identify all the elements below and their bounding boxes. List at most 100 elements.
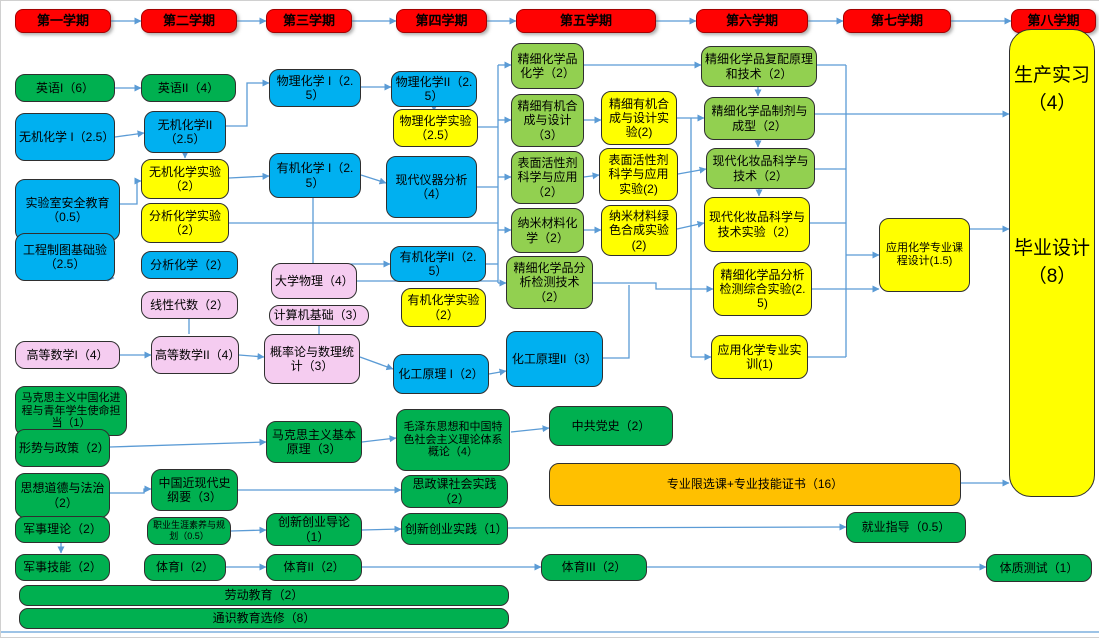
semester-4-label: 第四学期 [415,13,468,29]
course-fine-organic-synthesis: 精细有机合成与设计（3） [511,94,584,147]
course-career-planning: 职业生涯素养与规划（0.5） [147,517,231,545]
semester-7-label: 第七学期 [870,13,923,29]
course-physical-chem-lab-label: 物理化学实验（2.5） [399,113,472,142]
course-inorganic-chem-2: 无机化学II（2.5） [144,111,226,153]
connector-61 [510,425,550,433]
course-chem-eng-1: 化工原理 I（2） [393,354,489,394]
connector-59 [109,438,267,448]
course-nano-materials-label: 纳米材料化学（2） [517,216,578,245]
course-career-planning-label: 职业生涯素养与规划（0.5） [152,520,225,541]
connector-12 [226,79,270,127]
course-engineering-drawing: 工程制图基础验（2.5） [15,233,115,281]
course-organic-chem-2: 有机化学II（2.5） [390,246,486,282]
course-analytical-chem-label: 分析化学（2） [150,257,229,272]
course-inorganic-chem-1: 无机化学 I（2.5） [15,113,115,161]
connector-17 [360,174,387,185]
course-physical-chem-2-label: 物理化学II（2.5） [395,74,473,103]
connector-60 [361,435,397,443]
connector-41 [676,220,705,230]
course-innovation-intro: 创新创业导论（1） [266,513,362,546]
course-innovation-practice: 创新创业实践（1） [401,513,508,545]
course-probability: 概率论与数理统计（3） [264,334,360,384]
course-fine-chemicals: 精细化学品化学（2） [511,43,584,89]
course-pe-2: 体育II（2） [266,554,362,581]
course-innovation-intro-label: 创新创业导论（1） [277,515,350,544]
course-english-1-label: 英语I（6） [35,80,94,95]
course-compounding-tech: 精细化学品复配原理和技术（2） [701,46,817,87]
course-mao-theory: 毛泽东思想和中国特色社会主义理论体系概论（4） [396,409,510,471]
course-fitness-test: 体质测试（1） [986,554,1092,582]
course-pe-3-label: 体育III（2） [561,560,627,575]
course-pe-2-label: 体育II（2） [283,560,345,575]
course-lab-safety-label: 实验室安全教育（0.5） [25,195,110,224]
course-formulation-label: 精细化学品制剂与成型（2） [711,104,808,133]
course-modern-instruments: 现代仪器分析（4） [386,156,477,218]
course-organic-chem-2-label: 有机化学II（2.5） [399,249,477,278]
connector-18 [312,198,391,268]
course-english-2: 英语II（4） [141,74,236,102]
course-marxism-principles: 马克思主义基本原理（3） [266,421,362,463]
connector-21 [359,356,394,371]
course-general-elective: 通识教育选修（8） [19,608,509,629]
course-probability-label: 概率论与数理统计（3） [269,344,354,373]
course-comprehensive-lab: 精细化学品分析检测综合实验(2.5) [713,262,812,316]
semester-6-label: 第六学期 [725,13,778,29]
course-surfactant-lab: 表面活性剂科学与应用实验(2) [599,148,678,201]
course-ccp-history-label: 中共党史（2） [571,418,651,433]
semester-1: 第一学期 [15,9,111,33]
semester-3-label: 第三学期 [282,13,335,29]
semester-2: 第二学期 [141,9,237,33]
connector-13 [228,172,270,180]
course-military-theory-label: 军事理论（2） [23,522,102,537]
course-chem-eng-2-label: 化工原理II（3） [511,351,598,366]
course-inorganic-chem-1-label: 无机化学 I（2.5） [19,129,115,144]
course-fine-synthesis-lab: 精细有机合成与设计实验(2) [601,91,677,145]
course-adv-math-1: 高等数学I（4） [15,341,120,369]
course-marxism-sinicization: 马克思主义中国化进程与青年学生使命担当（1） [15,386,127,436]
course-cosmetics-lab: 现代化妆品科学与技术实验（2） [704,197,810,252]
connector-8 [114,130,145,138]
course-marxism-principles-label: 马克思主义基本原理（3） [271,427,356,456]
course-job-guidance: 就业指导（0.5） [846,512,966,543]
course-innovation-practice-label: 创新创业实践（1） [405,521,508,536]
course-situation-policy: 形势与政策（2） [15,429,110,467]
course-modern-instruments-label: 现代仪器分析（4） [395,172,468,201]
course-elective-certificate: 专业限选课+专业技能证书（16） [549,463,961,506]
course-organic-lab-label: 有机化学实验（2） [407,293,480,322]
course-physical-chem-2: 物理化学II（2.5） [391,71,477,107]
course-nano-materials: 纳米材料化学（2） [511,208,584,253]
connector-22 [488,368,507,376]
course-military-skill: 军事技能（2） [15,554,110,581]
semester-7: 第七学期 [843,9,951,33]
course-comprehensive-lab-label: 精细化学品分析检测综合实验(2.5) [719,267,806,311]
course-situation-policy-label: 形势与政策（2） [19,440,110,455]
course-course-design: 应用化学专业课程设计(1.5) [879,218,970,292]
course-formulation: 精细化学品制剂与成型（2） [704,97,815,140]
course-organic-chem-1: 有机化学 I（2.5） [269,153,361,198]
connector-65 [507,523,847,531]
course-adv-math-1-label: 高等数学I（4） [26,347,109,362]
course-surfactant-lab-label: 表面活性剂科学与应用实验(2) [608,153,669,196]
connector-64 [361,525,402,533]
course-ideology-practice-label: 思政课社会实践（2） [412,477,497,506]
semester-8-label: 第八学期 [1027,13,1080,29]
connector-56 [238,352,265,360]
course-college-physics-label: 大学物理（4） [275,273,354,288]
course-computer-basics: 计算机基础（3） [269,305,369,326]
course-fine-organic-synthesis-label: 精细有机合成与设计（3） [517,99,578,142]
course-professional-training-label: 应用化学专业实训(1) [717,342,802,371]
course-nano-lab-label: 纳米材料绿色合成实验(2) [608,209,669,252]
course-fine-detection: 精细化学品分析检测技术（2） [506,256,593,309]
course-organic-chem-1-label: 有机化学 I（2.5） [276,161,354,190]
course-linear-algebra-label: 线性代数（2） [150,297,229,312]
course-cosmetics-science: 现代化妆品科学与技术（2） [706,148,815,189]
course-pe-1: 体育I（2） [144,554,226,581]
course-chem-eng-1-label: 化工原理 I（2） [398,366,484,381]
course-fitness-test-label: 体质测试（1） [999,560,1079,575]
course-english-1: 英语I（6） [15,74,115,102]
course-analytical-lab-label: 分析化学实验（2） [148,208,221,237]
course-military-skill-label: 军事技能（2） [23,560,102,575]
connector-42 [593,282,714,293]
course-cosmetics-science-label: 现代化妆品科学与技术（2） [712,154,809,183]
course-internship-thesis: 生产实习（4）毕业设计（8） [1009,29,1095,497]
